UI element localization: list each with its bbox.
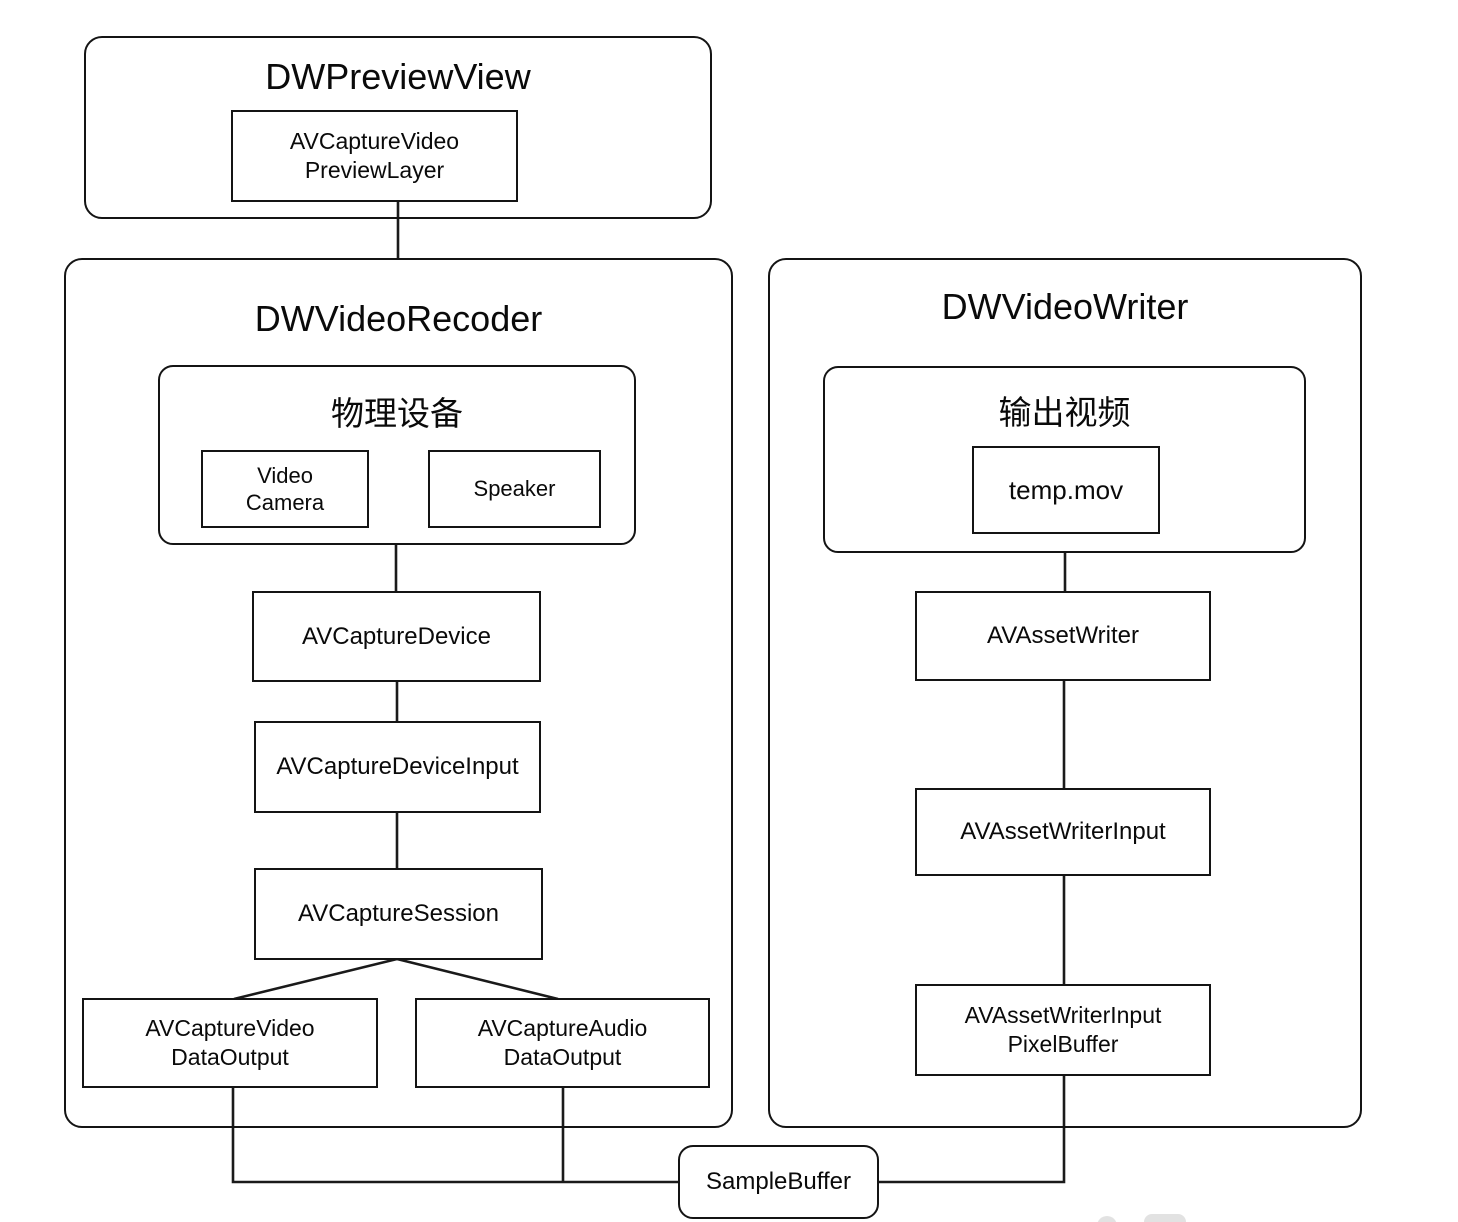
sample-buffer-box: SampleBuffer	[678, 1145, 879, 1219]
capture-video-data-output-line1: AVCaptureVideo	[145, 1015, 315, 1041]
connector-session-to-audiooutput	[396, 957, 559, 1001]
video-recorder-title: DWVideoRecoder	[254, 298, 543, 339]
capture-video-data-output-box: AVCaptureVideo DataOutput	[82, 998, 378, 1088]
capture-device-box: AVCaptureDevice	[252, 591, 541, 682]
capture-video-preview-layer-line1: AVCaptureVideo	[289, 128, 460, 154]
sample-buffer-label: SampleBuffer	[706, 1168, 851, 1195]
asset-writer-input-pixel-buffer-line2: PixelBuffer	[1007, 1031, 1119, 1057]
speaker-box: Speaker	[428, 450, 601, 528]
physical-device-title: 物理设备	[331, 395, 463, 432]
connector-videooutput-to-samplebuffer	[231, 1087, 678, 1184]
video-writer-title: DWVideoWriter	[941, 286, 1189, 327]
asset-writer-input-pixel-buffer-line1: AVAssetWriterInput	[964, 1002, 1162, 1028]
capture-video-data-output-line2: DataOutput	[171, 1044, 289, 1070]
capture-audio-data-output-box: AVCaptureAudio DataOutput	[415, 998, 710, 1088]
preview-view-group: DWPreviewView	[84, 36, 712, 219]
capture-device-input-box: AVCaptureDeviceInput	[254, 721, 541, 813]
watermark-blob-small	[1097, 1216, 1117, 1222]
capture-audio-data-output-line2: DataOutput	[503, 1044, 622, 1070]
asset-writer-input-box: AVAssetWriterInput	[915, 788, 1211, 876]
capture-video-preview-layer-line2: PreviewLayer	[304, 157, 445, 183]
output-video-title: 输出视频	[998, 394, 1131, 431]
watermark-blob-large	[1144, 1214, 1186, 1222]
capture-session-box: AVCaptureSession	[254, 868, 543, 960]
video-camera-line1: Video	[257, 463, 313, 488]
video-writer-group: DWVideoWriter	[768, 258, 1362, 1128]
video-recorder-group: DWVideoRecoder	[64, 258, 733, 1128]
preview-view-title: DWPreviewView	[265, 56, 531, 97]
capture-device-input-label: AVCaptureDeviceInput	[276, 753, 519, 780]
capture-device-label: AVCaptureDevice	[302, 622, 491, 650]
connector-session-to-videooutput	[233, 957, 398, 1001]
asset-writer-input-label: AVAssetWriterInput	[960, 818, 1166, 845]
asset-writer-label: AVAssetWriter	[986, 622, 1140, 649]
video-camera-box: Video Camera	[201, 450, 369, 528]
capture-audio-data-output-line1: AVCaptureAudio	[477, 1015, 648, 1041]
asset-writer-box: AVAssetWriter	[915, 591, 1211, 681]
temp-mov-label: temp.mov	[1008, 474, 1124, 505]
capture-session-label: AVCaptureSession	[298, 900, 499, 927]
connector-pixelbuffer-to-samplebuffer	[879, 1076, 1066, 1184]
speaker-label: Speaker	[473, 476, 556, 501]
asset-writer-input-pixel-buffer-box: AVAssetWriterInput PixelBuffer	[915, 984, 1211, 1076]
capture-video-preview-layer-box: AVCaptureVideo PreviewLayer	[231, 110, 518, 202]
video-camera-line2: Camera	[245, 490, 325, 515]
temp-mov-box: temp.mov	[972, 446, 1160, 534]
